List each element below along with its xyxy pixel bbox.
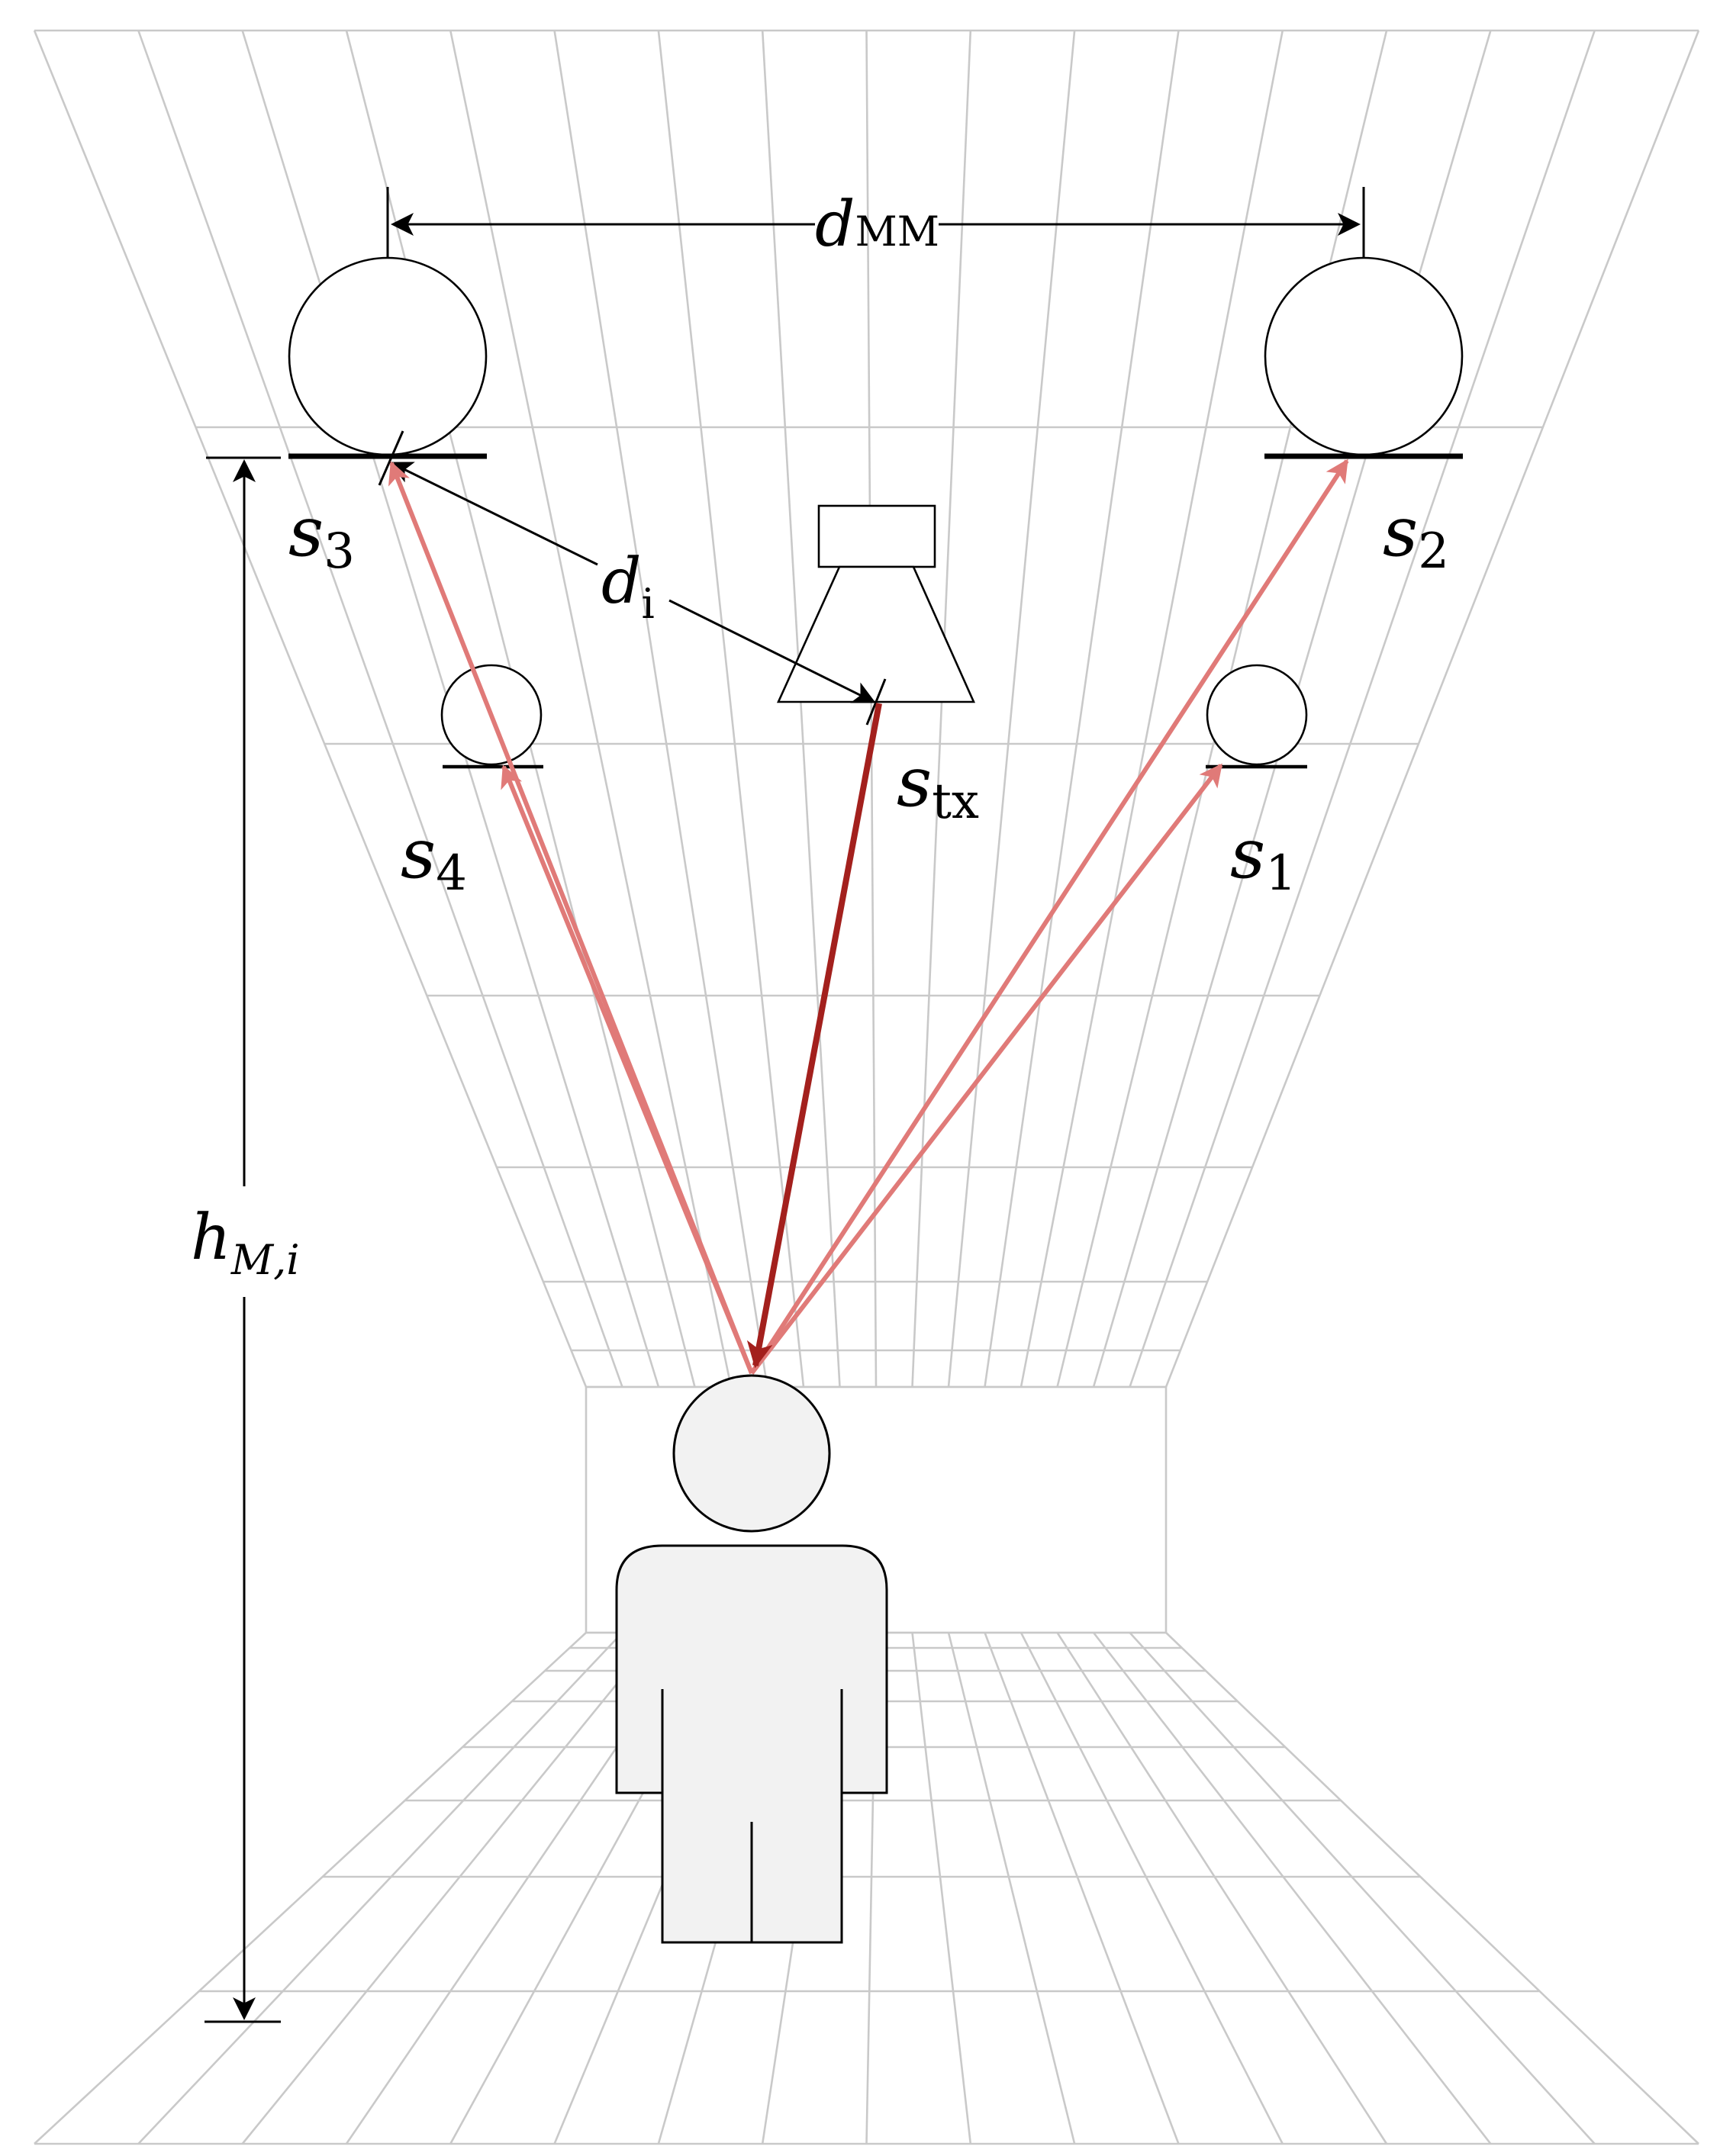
- d-i-dimension: [378, 430, 887, 726]
- label-s2: s2: [1383, 492, 1449, 580]
- reflection-paths: [388, 459, 1349, 1375]
- label-s1: s1: [1230, 814, 1297, 902]
- path-to-s4: [501, 764, 754, 1375]
- label-s4: s4: [401, 814, 467, 902]
- speaker-s1: [1206, 664, 1308, 769]
- person-figure: [615, 1374, 888, 1944]
- person-body: [615, 1544, 888, 1944]
- label-s3: s3: [288, 492, 355, 580]
- path-to-s2: [749, 459, 1349, 1375]
- speaker-s2: [1264, 256, 1464, 459]
- label-d-i: di: [601, 545, 655, 628]
- speaker-s3: [288, 256, 488, 459]
- transmitter-speaker: [776, 504, 976, 703]
- d-mm-dimension: [386, 187, 1365, 258]
- person-head: [672, 1374, 831, 1533]
- direct-path: [746, 703, 882, 1369]
- h-mi-dimension: [205, 456, 281, 2023]
- label-h-mi: hM,i: [191, 1202, 300, 1284]
- label-d-mm: dMM: [815, 188, 939, 261]
- path-to-s1: [749, 763, 1223, 1375]
- label-stx: stx: [897, 742, 979, 830]
